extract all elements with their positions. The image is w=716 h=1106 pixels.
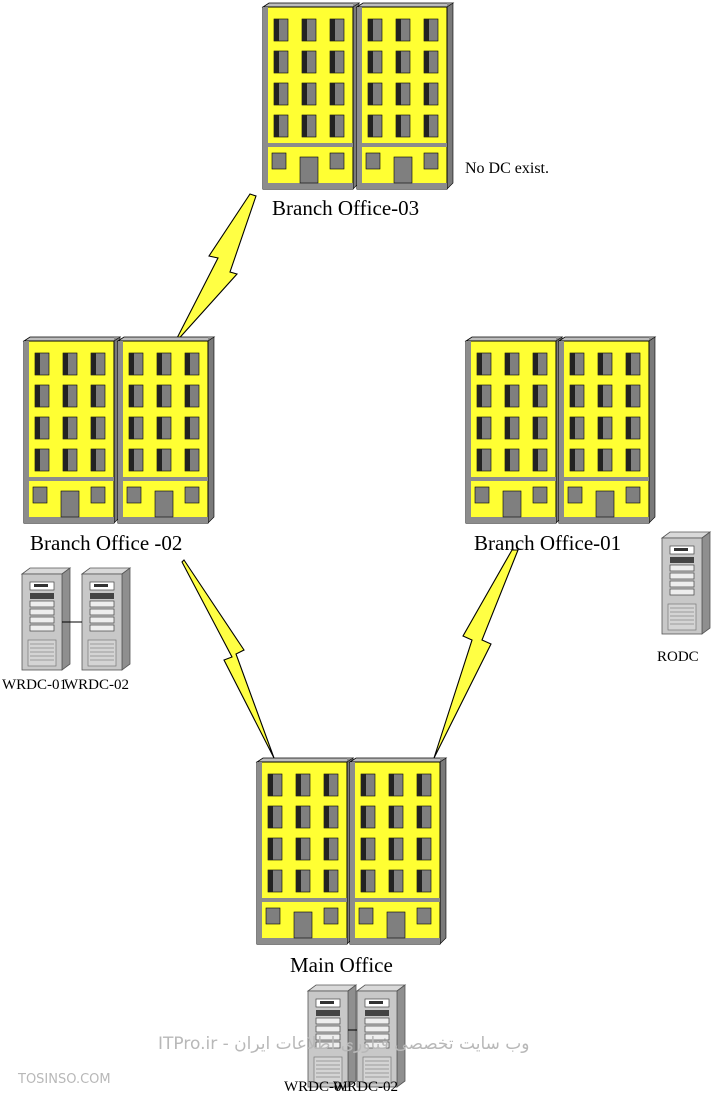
watermark-tosinso: TOSINSO.COM (18, 1072, 111, 1087)
label-branch-office-01: Branch Office-01 (474, 531, 622, 555)
server-rodc (661, 531, 711, 635)
building-branch-office-03 (262, 2, 454, 190)
wan-link-branch02-main (181, 559, 275, 759)
label-server-wrdc-02-main: WRDC-02 (333, 1079, 398, 1095)
building-branch-office-02 (23, 336, 215, 524)
label-main-office: Main Office (290, 953, 393, 977)
building-branch-office-01 (465, 336, 656, 524)
label-branch-office-03: Branch Office-03 (272, 196, 420, 220)
label-server-wrdc-02-branch02: WRDC-02 (64, 677, 129, 693)
label-server-wrdc-01-branch02: WRDC-01 (2, 677, 67, 693)
label-server-rodc: RODC (657, 649, 699, 665)
server-wrdc-01-branch02 (21, 567, 71, 671)
note-no-dc: No DC exist. (465, 160, 549, 177)
servers-main-office (307, 984, 406, 1088)
servers-branch-office-01 (661, 531, 711, 635)
servers-branch-office-02 (21, 567, 131, 671)
label-server-wrdc-01-main: WRDC-01 (284, 1079, 349, 1095)
label-branch-office-02: Branch Office -02 (30, 531, 183, 555)
building-main-office (256, 757, 447, 945)
wan-link-branch03-branch02 (173, 193, 257, 345)
server-wrdc-02-branch02 (81, 567, 131, 671)
wan-link-branch01-main (433, 549, 519, 759)
watermark-itpro: ITPro.ir - وب سایت تخصصی فناوری اطلاعات … (158, 1034, 530, 1054)
